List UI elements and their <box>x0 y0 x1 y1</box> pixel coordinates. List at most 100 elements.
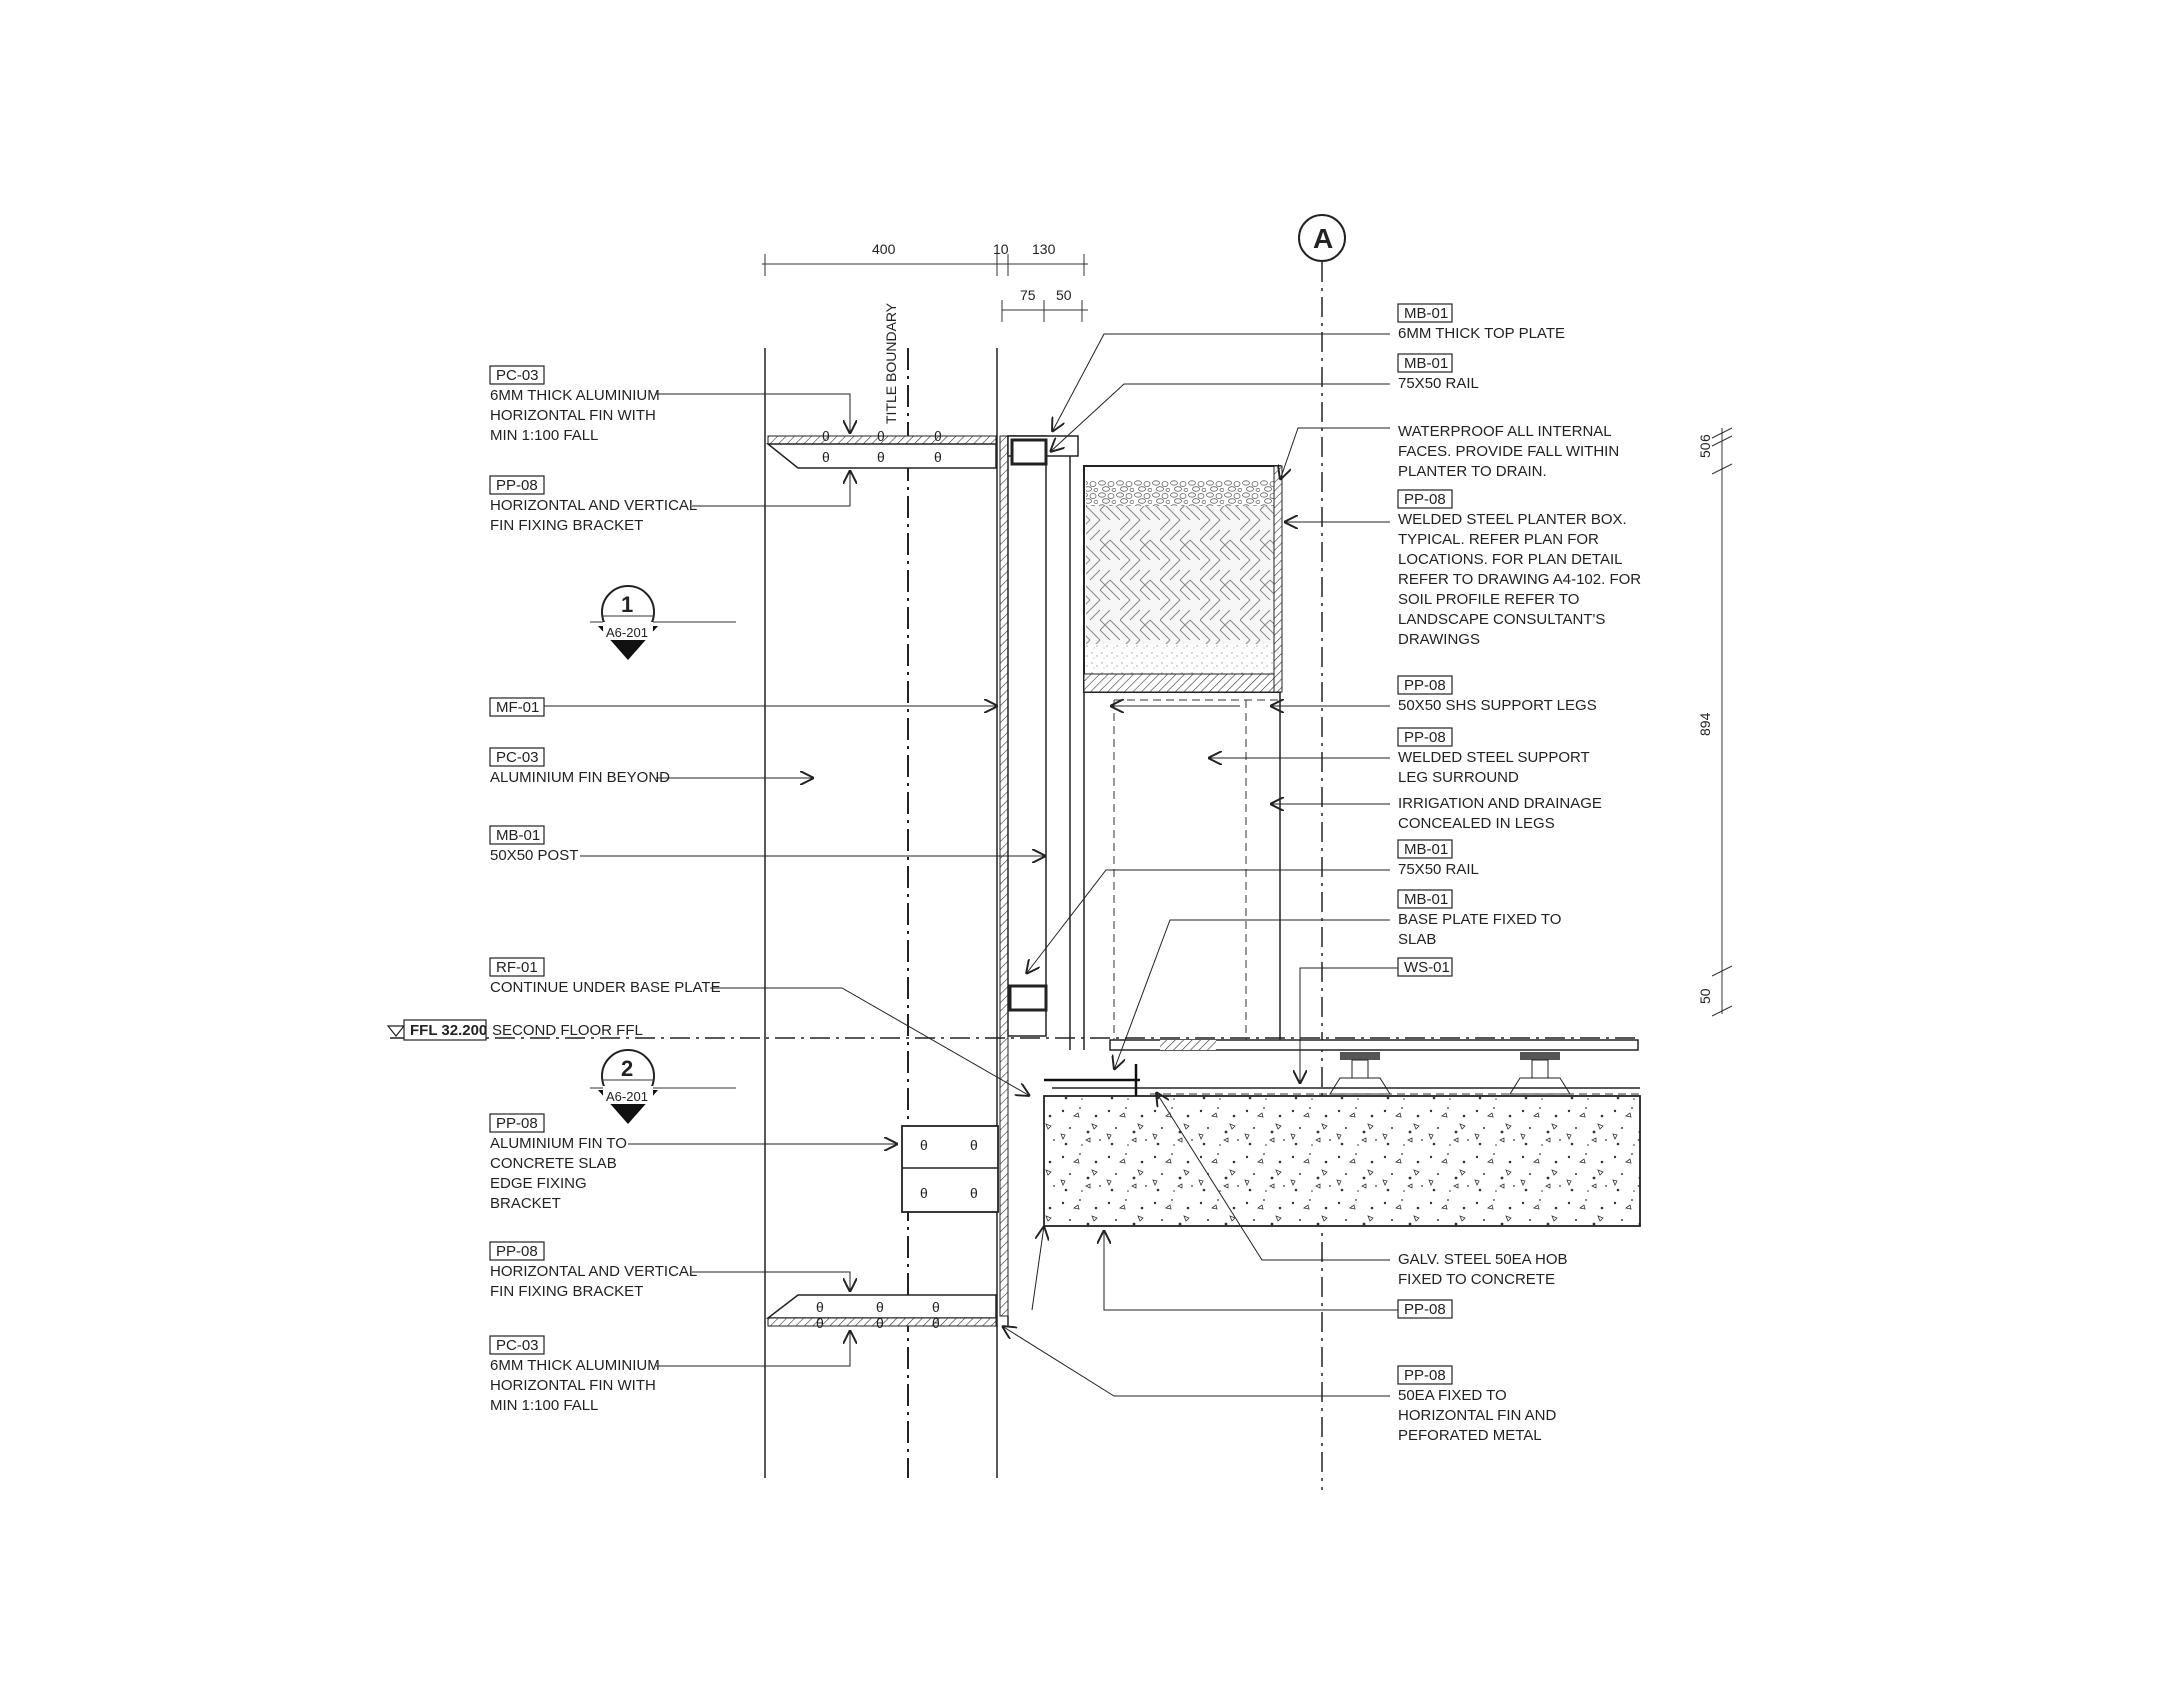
concrete-slab <box>1043 1095 1641 1227</box>
svg-text:RF-01: RF-01 <box>496 959 538 976</box>
left-note-1: PC-03 6MM THICK ALUMINIUM HORIZONTAL FIN… <box>489 365 850 444</box>
right-note-3: WATERPROOF ALL INTERNAL FACES. PROVIDE F… <box>1280 423 1619 480</box>
svg-text:MIN 1:100 FALL: MIN 1:100 FALL <box>490 1397 598 1414</box>
svg-text:PP-08: PP-08 <box>496 1115 538 1132</box>
svg-text:50X50 POST: 50X50 POST <box>490 847 578 864</box>
svg-text:θ: θ <box>877 449 885 465</box>
svg-text:LOCATIONS. FOR PLAN DETAIL: LOCATIONS. FOR PLAN DETAIL <box>1398 551 1623 568</box>
top-dimensions: 400 10 130 75 50 <box>762 241 1088 322</box>
left-note-9: PC-03 6MM THICK ALUMINIUM HORIZONTAL FIN… <box>489 1330 850 1414</box>
left-note-3: MF-01 <box>489 697 998 717</box>
svg-text:PLANTER TO DRAIN.: PLANTER TO DRAIN. <box>1398 463 1547 480</box>
svg-text:SOIL PROFILE REFER TO: SOIL PROFILE REFER TO <box>1398 591 1579 608</box>
svg-text:HORIZONTAL FIN AND: HORIZONTAL FIN AND <box>1398 1407 1557 1424</box>
svg-text:MB-01: MB-01 <box>1404 305 1448 322</box>
svg-text:MB-01: MB-01 <box>496 827 540 844</box>
right-note-1: MB-01 6MM THICK TOP PLATE <box>1052 303 1565 432</box>
support-legs <box>1083 692 1281 1050</box>
svg-text:BRACKET: BRACKET <box>490 1195 561 1212</box>
svg-text:SLAB: SLAB <box>1398 931 1436 948</box>
svg-text:θ: θ <box>920 1185 928 1201</box>
svg-text:WS-01: WS-01 <box>1404 959 1450 976</box>
svg-text:WELDED STEEL SUPPORT: WELDED STEEL SUPPORT <box>1398 749 1590 766</box>
svg-text:PP-08: PP-08 <box>1404 677 1446 694</box>
svg-text:PC-03: PC-03 <box>496 367 539 384</box>
right-note-5: PP-08 50X50 SHS SUPPORT LEGS <box>1110 675 1597 714</box>
dim-75: 75 <box>1020 287 1036 303</box>
svg-text:LANDSCAPE CONSULTANT'S: LANDSCAPE CONSULTANT'S <box>1398 611 1605 628</box>
right-note-13: PP-08 50EA FIXED TO HORIZONTAL FIN AND P… <box>1002 1326 1557 1444</box>
left-note-2: PP-08 HORIZONTAL AND VERTICAL FIN FIXING… <box>489 470 850 534</box>
svg-text:ALUMINIUM FIN TO: ALUMINIUM FIN TO <box>490 1135 627 1152</box>
dim-r-894: 894 <box>1697 712 1713 736</box>
svg-text:PP-08: PP-08 <box>496 1243 538 1260</box>
title-boundary-label: TITLE BOUNDARY <box>883 302 899 424</box>
svg-text:50EA FIXED TO: 50EA FIXED TO <box>1398 1387 1507 1404</box>
svg-text:θ: θ <box>822 428 830 444</box>
svg-text:PC-03: PC-03 <box>496 1337 539 1354</box>
svg-text:HORIZONTAL FIN WITH: HORIZONTAL FIN WITH <box>490 407 656 424</box>
svg-text:MIN 1:100 FALL: MIN 1:100 FALL <box>490 427 598 444</box>
left-note-7: PP-08 ALUMINIUM FIN TO CONCRETE SLAB EDG… <box>489 1113 898 1212</box>
right-note-11: GALV. STEEL 50EA HOB FIXED TO CONCRETE <box>1156 1092 1568 1288</box>
slab-edge-bracket <box>901 1125 999 1213</box>
svg-text:6MM THICK ALUMINIUM: 6MM THICK ALUMINIUM <box>490 1357 660 1374</box>
svg-text:θ: θ <box>934 428 942 444</box>
dim-10: 10 <box>993 241 1009 257</box>
svg-text:HORIZONTAL AND VERTICAL: HORIZONTAL AND VERTICAL <box>490 1263 697 1280</box>
svg-text:θ: θ <box>877 428 885 444</box>
section-marker-2: 2 A6-201 <box>590 1049 736 1124</box>
level-marker: FFL 32.200 SECOND FLOOR FFL <box>386 1019 643 1041</box>
svg-text:θ: θ <box>970 1137 978 1153</box>
left-note-6: RF-01 CONTINUE UNDER BASE PLATE <box>489 957 1030 1096</box>
right-dimensions: 50 6 894 50 <box>1697 427 1733 1017</box>
svg-text:PP-08: PP-08 <box>1404 1301 1446 1318</box>
right-note-8: MB-01 75X50 RAIL <box>1026 839 1479 974</box>
svg-text:TYPICAL. REFER PLAN FOR: TYPICAL. REFER PLAN FOR <box>1398 531 1599 548</box>
svg-text:θ: θ <box>970 1185 978 1201</box>
svg-text:θ: θ <box>822 449 830 465</box>
right-note-9: MB-01 BASE PLATE FIXED TO SLAB <box>1114 889 1561 1070</box>
svg-text:WATERPROOF ALL INTERNAL: WATERPROOF ALL INTERNAL <box>1398 423 1612 440</box>
svg-text:FIN FIXING BRACKET: FIN FIXING BRACKET <box>490 1283 643 1300</box>
svg-text:BASE PLATE FIXED TO: BASE PLATE FIXED TO <box>1398 911 1561 928</box>
svg-text:θ: θ <box>816 1315 824 1331</box>
svg-text:PP-08: PP-08 <box>1404 1367 1446 1384</box>
svg-text:CONCRETE SLAB: CONCRETE SLAB <box>490 1155 617 1172</box>
pedestal-2 <box>1509 1052 1571 1095</box>
dim-r-50: 50 <box>1697 442 1713 458</box>
right-note-12: PP-08 <box>1031 1226 1453 1319</box>
svg-text:θ: θ <box>932 1299 940 1315</box>
right-note-2: MB-01 75X50 RAIL <box>1050 353 1479 452</box>
svg-text:6MM THICK TOP PLATE: 6MM THICK TOP PLATE <box>1398 325 1565 342</box>
svg-text:FACES. PROVIDE FALL WITHIN: FACES. PROVIDE FALL WITHIN <box>1398 443 1619 460</box>
dim-50: 50 <box>1056 287 1072 303</box>
svg-text:50X50 SHS SUPPORT LEGS: 50X50 SHS SUPPORT LEGS <box>1398 697 1597 714</box>
svg-text:MB-01: MB-01 <box>1404 891 1448 908</box>
grid-bubble-a: A <box>1298 214 1346 262</box>
svg-text:MB-01: MB-01 <box>1404 355 1448 372</box>
level-tag: FFL 32.200 <box>410 1022 487 1039</box>
svg-text:MF-01: MF-01 <box>496 699 539 716</box>
svg-text:CONTINUE UNDER BASE PLATE: CONTINUE UNDER BASE PLATE <box>490 979 721 996</box>
svg-text:GALV. STEEL 50EA HOB: GALV. STEEL 50EA HOB <box>1398 1251 1568 1268</box>
svg-text:ALUMINIUM FIN BEYOND: ALUMINIUM FIN BEYOND <box>490 769 670 786</box>
section-1-sheet: A6-201 <box>606 625 648 640</box>
grid-label: A <box>1313 223 1333 254</box>
svg-text:θ: θ <box>876 1315 884 1331</box>
section-1-number: 1 <box>621 592 633 617</box>
svg-text:PP-08: PP-08 <box>496 477 538 494</box>
svg-text:θ: θ <box>876 1299 884 1315</box>
section-2-number: 2 <box>621 1056 633 1081</box>
dim-r-6: 6 <box>1697 434 1713 442</box>
right-note-7: IRRIGATION AND DRAINAGE CONCEALED IN LEG… <box>1270 795 1602 832</box>
svg-text:FIN FIXING BRACKET: FIN FIXING BRACKET <box>490 517 643 534</box>
svg-text:HORIZONTAL AND VERTICAL: HORIZONTAL AND VERTICAL <box>490 497 697 514</box>
svg-text:6MM THICK ALUMINIUM: 6MM THICK ALUMINIUM <box>490 387 660 404</box>
right-note-4: PP-08 WELDED STEEL PLANTER BOX. TYPICAL.… <box>1284 489 1641 648</box>
svg-text:EDGE FIXING: EDGE FIXING <box>490 1175 587 1192</box>
svg-text:WELDED STEEL PLANTER BOX.: WELDED STEEL PLANTER BOX. <box>1398 511 1627 528</box>
svg-text:θ: θ <box>934 449 942 465</box>
